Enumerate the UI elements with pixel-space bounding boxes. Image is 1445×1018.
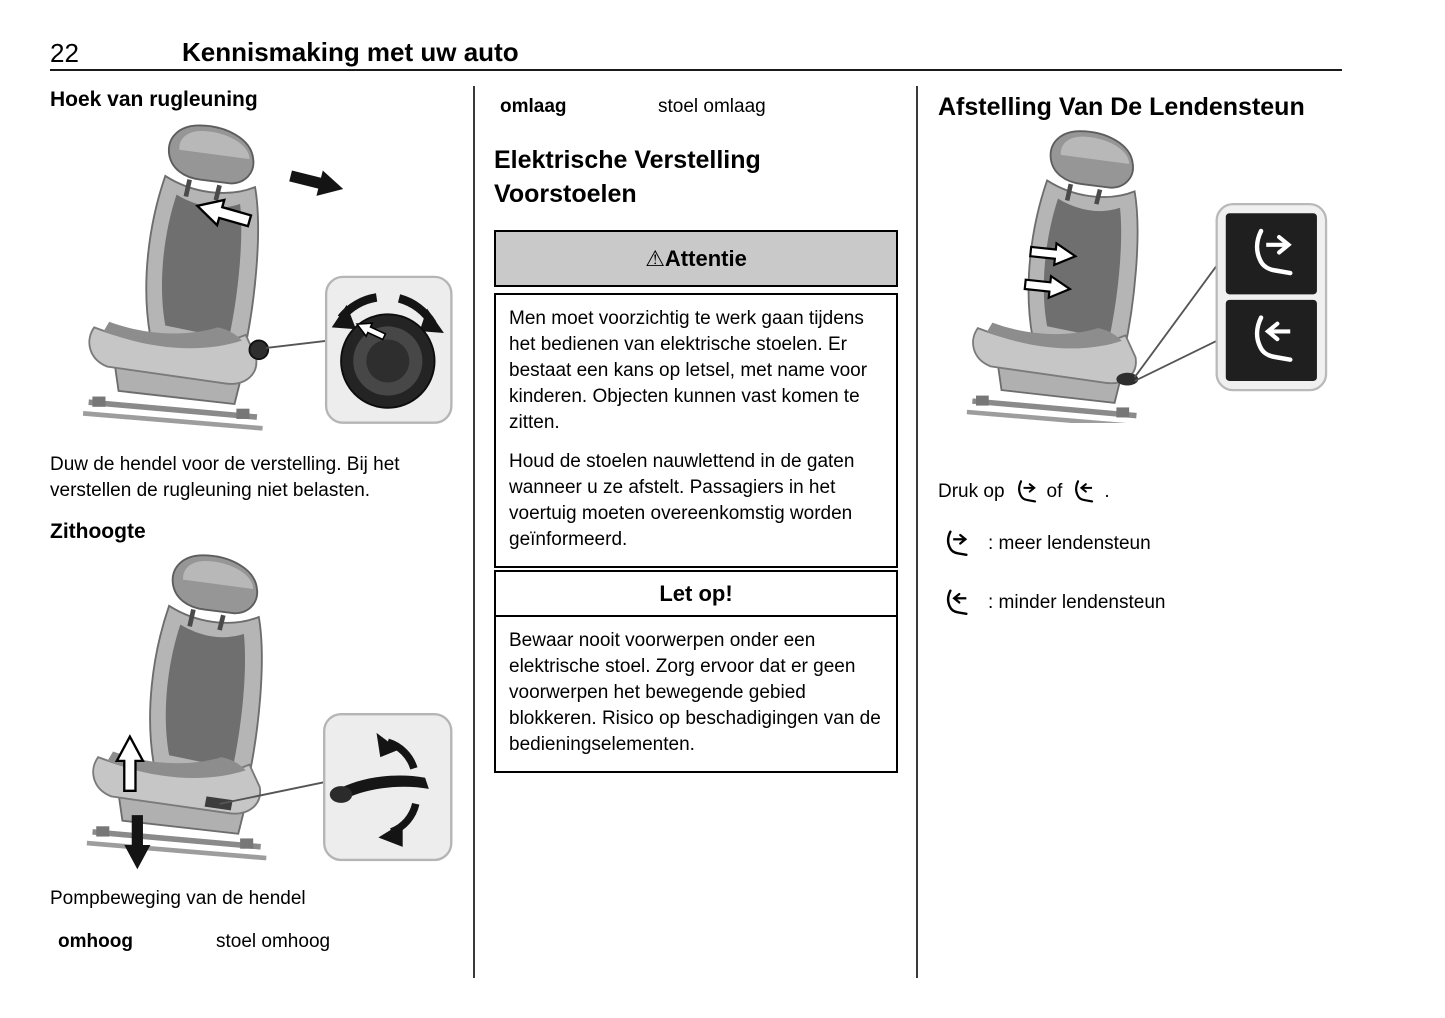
leader-line (1133, 260, 1222, 378)
lumbar-seat-illustration (945, 122, 1328, 423)
instruction-prefix: Druk op (938, 481, 1005, 502)
section-heading-lumbar-adjustment: Afstelling Van De Lendensteun (938, 93, 1305, 121)
legend-row-more: : meer lendensteun (940, 528, 1151, 560)
curved-arrow-icon (386, 738, 418, 770)
seat-height-caption: Pompbeweging van de hendel (50, 888, 306, 909)
arrow-right-icon (287, 163, 347, 202)
warning-paragraph: Men moet voorzichtig te werk gaan tijden… (509, 308, 868, 433)
definition-row-down: omlaag stoel omlaag (500, 96, 904, 118)
warning-title: Attentie (664, 245, 747, 271)
lumbar-more-button (1225, 213, 1317, 295)
legend-label: : minder lendensteun (988, 592, 1166, 613)
leader-line (266, 339, 330, 349)
instruction-suffix: . (1104, 481, 1110, 502)
chapter-title: Kennismaking met uw auto (182, 37, 519, 67)
warning-box-header: ⚠Attentie (494, 230, 898, 287)
legend-label: : meer lendensteun (988, 533, 1151, 554)
page-number: 22 (50, 38, 79, 68)
definition-term: omhoog (58, 931, 133, 952)
instruction-connector: of (1046, 481, 1063, 502)
section-heading-electric-adjustment: Elektrische Verstelling Voorstoelen (494, 146, 761, 208)
section-heading-seat-height: Zithoogte (50, 520, 146, 543)
lumbar-instruction: Druk op of . (938, 478, 1110, 506)
notice-box: Let op! Bewaar nooit voorwerpen onder ee… (494, 570, 898, 773)
lumbar-buttons-inset (1215, 202, 1328, 392)
height-lever (204, 796, 233, 811)
backrest-angle-caption: Duw de hendel voor de verstelling. Bij h… (50, 454, 400, 501)
lumbar-less-button (1225, 299, 1317, 381)
lumbar-less-icon (1069, 478, 1097, 506)
lever-shape (335, 775, 429, 801)
warning-icon: ⚠ (645, 245, 665, 271)
legend-row-less: : minder lendensteun (940, 587, 1165, 619)
lumbar-more-icon (1012, 478, 1040, 506)
seat-height-seat-illustration (55, 546, 453, 870)
recline-knob-inset (324, 275, 453, 424)
column-divider (916, 86, 918, 978)
height-lever-inset (323, 713, 453, 862)
leader-line (219, 780, 329, 805)
definition-meaning: stoel omlaag (658, 96, 766, 117)
lumbar-more-icon (940, 528, 972, 560)
recline-knob (248, 339, 270, 361)
warning-box-body: Men moet voorzichtig te werk gaan tijden… (494, 293, 898, 568)
definition-meaning: stoel omhoog (216, 931, 331, 952)
backrest-angle-seat-illustration (55, 116, 453, 434)
notice-box-title: Let op! (496, 572, 896, 617)
leader-line (1134, 338, 1221, 382)
warning-paragraph: Houd de stoelen nauwlettend in de gaten … (509, 451, 855, 550)
column-divider (473, 86, 475, 978)
definition-row-up: omhoog stoel omhoog (58, 931, 462, 953)
header-rule (50, 69, 1342, 71)
definition-term: omlaag (500, 96, 567, 117)
lumbar-less-icon (940, 587, 972, 619)
lumbar-switch (1116, 372, 1139, 386)
section-heading-backrest-angle: Hoek van rugleuning (50, 88, 258, 111)
notice-box-body: Bewaar nooit voorwerpen onder een elektr… (509, 630, 881, 755)
